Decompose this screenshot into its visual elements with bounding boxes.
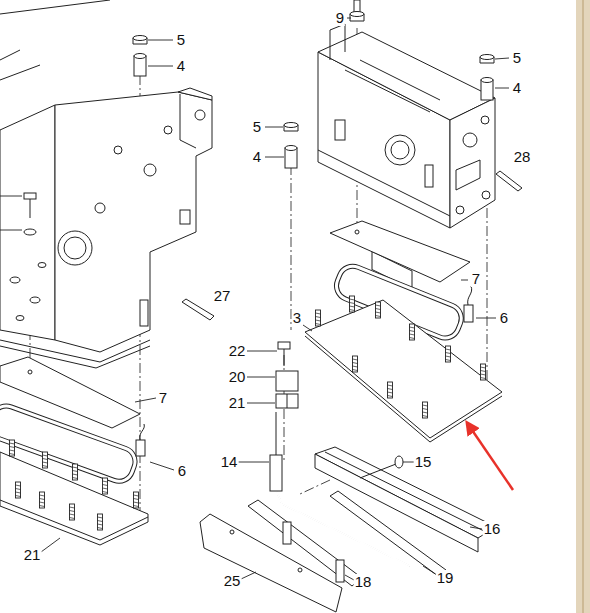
sensor-assembly — [200, 342, 496, 612]
callout-number: 21 — [228, 395, 247, 411]
bar-27 — [182, 299, 214, 320]
callout-number: 3 — [292, 310, 302, 326]
stud — [350, 296, 355, 312]
callout-number: 5 — [176, 32, 186, 48]
right-frame — [318, 24, 495, 289]
stud — [446, 346, 451, 362]
callout-number: 7 — [158, 390, 168, 406]
stud — [70, 504, 75, 520]
callout-number: 16 — [483, 521, 502, 537]
left-lower-parts — [0, 357, 148, 545]
red-arrow — [472, 430, 513, 490]
stud — [73, 464, 78, 480]
left-frame — [0, 0, 212, 368]
stud — [353, 356, 358, 372]
center-lines — [30, 28, 487, 560]
stud — [134, 492, 139, 508]
callout-number: 5 — [252, 119, 262, 135]
bar-28 — [496, 171, 522, 191]
callout-number: 25 — [223, 573, 242, 589]
callout-number: 22 — [228, 343, 247, 359]
callout-number: 27 — [213, 288, 232, 304]
standoffs-nuts — [133, 0, 494, 168]
edge-strip — [576, 0, 590, 613]
callout-number: 14 — [220, 454, 239, 470]
stud — [423, 402, 428, 418]
stud — [388, 382, 393, 398]
callout-number: 7 — [471, 271, 481, 287]
callout-number: 28 — [513, 149, 532, 165]
right-plates — [305, 221, 502, 442]
stud — [316, 310, 321, 326]
stud — [16, 482, 21, 498]
callout-number: 18 — [354, 574, 373, 590]
stud — [410, 324, 415, 340]
callout-number: 4 — [252, 149, 262, 165]
callout-number: 21 — [23, 547, 42, 563]
edge-strip-line — [582, 0, 584, 613]
callout-number: 6 — [499, 310, 509, 326]
stud — [481, 364, 486, 380]
stud — [376, 302, 381, 318]
callout-number: 5 — [512, 50, 522, 66]
stud — [43, 452, 48, 468]
stud — [10, 440, 15, 456]
callout-number: 9 — [335, 10, 345, 26]
stud — [103, 478, 108, 494]
callout-number: 4 — [176, 58, 186, 74]
callout-number: 20 — [228, 369, 247, 385]
callout-number: 19 — [436, 570, 455, 586]
leader-lines — [41, 18, 509, 580]
callout-number: 4 — [512, 80, 522, 96]
stud — [40, 492, 45, 508]
callout-number: 15 — [414, 454, 433, 470]
stud — [98, 514, 103, 530]
callout-number: 6 — [177, 463, 187, 479]
